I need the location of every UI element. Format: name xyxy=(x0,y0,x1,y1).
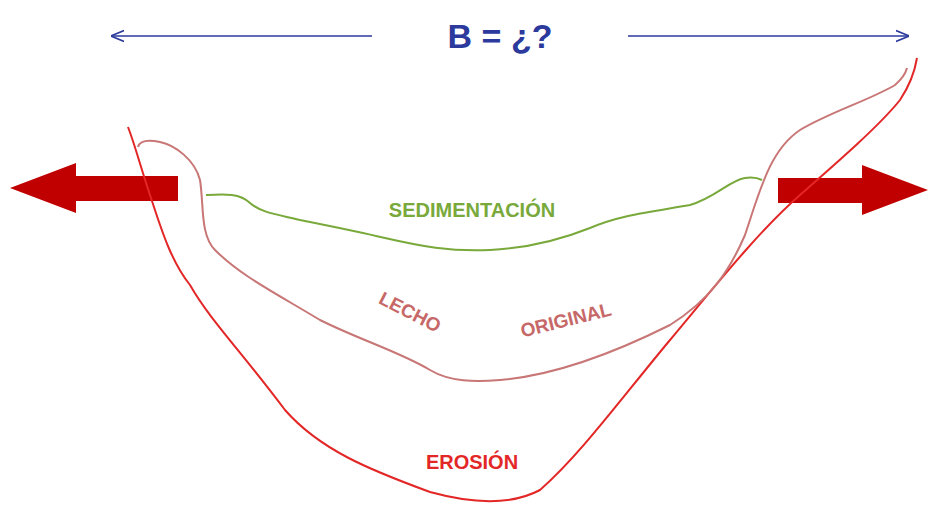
width-arrow-right xyxy=(628,35,908,37)
width-arrow-left xyxy=(112,35,372,37)
original-bed-line xyxy=(138,68,907,381)
erosion-bed-line xyxy=(128,58,917,501)
erosion-label: EROSIÓN xyxy=(426,452,518,472)
bed-label: LECHO xyxy=(376,288,444,335)
bed-label: ORIGINAL xyxy=(519,300,614,341)
sedimentation-line xyxy=(206,178,762,251)
widening-arrow-right xyxy=(778,165,928,215)
width-title: B = ¿? xyxy=(442,19,559,53)
sedimentation-label: SEDIMENTACIÓN xyxy=(389,200,555,220)
